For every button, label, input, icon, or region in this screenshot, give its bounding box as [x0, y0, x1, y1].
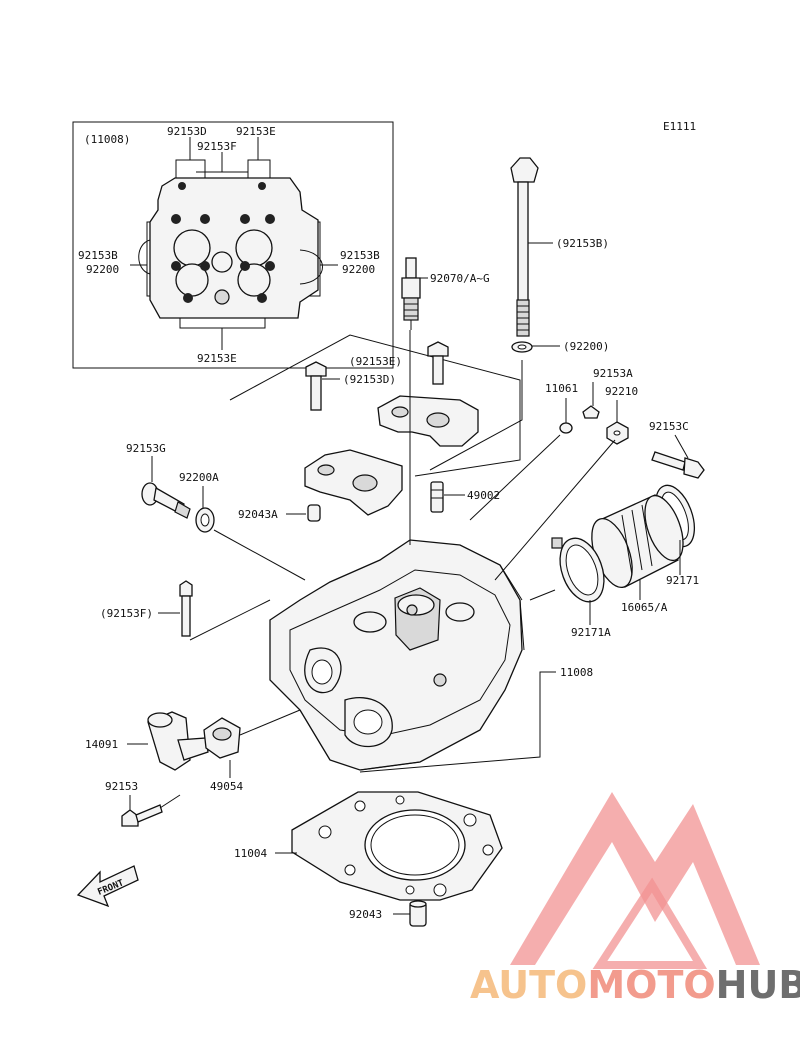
inset-leader-d [175, 137, 206, 180]
inset-label-92153f: 92153F [197, 140, 237, 153]
watermark-auto: AUTO [470, 963, 587, 1007]
label-11061: 11061 [545, 382, 578, 395]
inset-head-top-view [138, 177, 323, 319]
label-92043a: 92043A [238, 508, 278, 521]
label-spark-plug: 92070/A~G [430, 272, 490, 285]
label-92171: 92171 [666, 574, 699, 587]
diagram-code: E1111 [663, 120, 696, 133]
label-92153f: (92153F) [100, 607, 153, 620]
spark-plug [401, 257, 421, 330]
washer-92200 [511, 341, 533, 353]
nut-92210 [606, 421, 629, 445]
label-92153: 92153 [105, 780, 138, 793]
cam-area-outline [229, 334, 521, 477]
thermostat-49054 [203, 717, 241, 759]
watermark-logo [510, 792, 760, 969]
label-11004: 11004 [234, 847, 267, 860]
inset-leader-e [247, 137, 271, 180]
label-92171a: 92171A [571, 626, 611, 639]
inset-ref-label: (11008) [84, 133, 130, 146]
watermark-moto: MOTO [587, 963, 715, 1007]
guide-right-bolts [469, 434, 616, 581]
bolt-92153c [651, 451, 705, 479]
long-bolt-92153b [510, 157, 539, 337]
front-arrow: FRONT [76, 865, 139, 908]
label-92153g: 92153G [126, 442, 166, 455]
guide-side [189, 589, 556, 641]
camshaft-cap-rear [377, 395, 479, 447]
valve-lifter-49002 [430, 481, 444, 513]
inset-label-92153b-right: 92153B [340, 249, 380, 262]
dowel-92043 [409, 900, 427, 927]
label-92153e-cap: (92153E) [349, 355, 402, 368]
bolt-92153g [141, 482, 191, 519]
inset-label-92153b-left: 92153B [78, 249, 118, 262]
inset-label-92153e-top: 92153E [236, 125, 276, 138]
bolt-92153a [582, 405, 600, 419]
watermark: AUTOMOTOHUB [470, 792, 800, 1007]
inset-leader-f [196, 152, 248, 173]
washer-92200a [195, 507, 215, 533]
label-92200-washer: (92200) [563, 340, 609, 353]
watermark-text: AUTOMOTOHUB [470, 963, 800, 1007]
dowel-92043a [307, 504, 321, 522]
label-11008: 11008 [560, 666, 593, 679]
inset-label-92200-right: 92200 [342, 263, 375, 276]
inset-label-92153e-bottom: 92153E [197, 352, 237, 365]
watermark-hub: HUB [716, 963, 800, 1007]
label-92153a: 92153A [593, 367, 633, 380]
label-49002: 49002 [467, 489, 500, 502]
water-outlet-14091 [147, 711, 209, 771]
clamp-92171a [551, 537, 605, 603]
inset-label-92153d: 92153D [167, 125, 207, 138]
label-92153c: 92153C [649, 420, 689, 433]
label-16065: 16065/A [621, 601, 668, 614]
cap-bolt-92153d [305, 361, 327, 411]
camshaft-cap-front [304, 449, 403, 516]
cap-bolt-92153e [427, 341, 449, 385]
bolt-92153f [179, 580, 193, 637]
inset-frame [72, 121, 394, 369]
label-92043: 92043 [349, 908, 382, 921]
label-92200a: 92200A [179, 471, 219, 484]
label-92153b-long: (92153B) [556, 237, 609, 250]
label-92210: 92210 [605, 385, 638, 398]
cylinder-head-11008 [269, 539, 525, 771]
bolt-92153 [121, 804, 163, 827]
inset-label-92200-left: 92200 [86, 263, 119, 276]
head-gasket-11004 [291, 791, 503, 901]
inset-view: (11008) 92153D 92153E 92153F 92153B 9220… [72, 121, 394, 369]
washer-11061 [559, 422, 573, 434]
label-14091: 14091 [85, 738, 118, 751]
intake-holder-16065 [591, 494, 684, 588]
guide-long-bolt [429, 360, 523, 471]
label-49054: 49054 [210, 780, 243, 793]
label-92153d-cap: (92153D) [343, 373, 396, 386]
